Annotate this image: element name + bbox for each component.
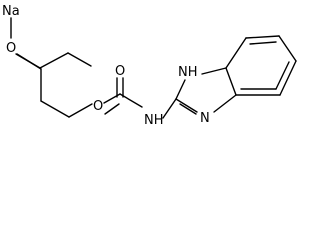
bond-chain-4	[68, 103, 93, 118]
bond-c2-n3	[175, 98, 198, 113]
atom-imidazole-n: N	[200, 111, 210, 126]
bond-ch2-o	[67, 52, 92, 67]
bond-c6-c5	[278, 35, 297, 62]
bond-c7a-c7	[225, 37, 247, 69]
bond-c7-c6	[245, 35, 280, 39]
atom-imidazole-nh: NH	[178, 65, 198, 80]
bond-c-nh	[119, 93, 143, 108]
bond-c2-n1h	[175, 79, 186, 100]
atom-sodium: Na	[2, 4, 20, 19]
bond-chain-1	[16, 53, 42, 70]
bond-o-carbonyl-c	[104, 103, 120, 115]
atom-ether-oxygen: O	[6, 41, 16, 56]
bond-chain-3	[40, 100, 70, 118]
bond-c5-c4-inner	[275, 61, 290, 90]
bond-c7a-c3a	[225, 67, 237, 96]
atom-ester-oxygen: O	[93, 99, 103, 114]
bond-ch2-ch2	[39, 52, 69, 69]
bond-n3-c3a	[213, 94, 237, 113]
atom-carbonyl-oxygen: O	[115, 64, 125, 79]
bond-n1h-c7a	[201, 67, 227, 75]
bond-c5-c4	[279, 60, 297, 96]
structure-canvas: Na O O O NH NH N	[2, 4, 297, 128]
molecule-diagram: Na O O O NH NH N	[2, 4, 297, 128]
bond-c2-n3-double	[179, 103, 197, 115]
atom-amide-nitrogen: NH	[144, 113, 164, 128]
bond-c7-c6-inner	[249, 41, 277, 45]
bond-nh-c2	[162, 98, 177, 119]
